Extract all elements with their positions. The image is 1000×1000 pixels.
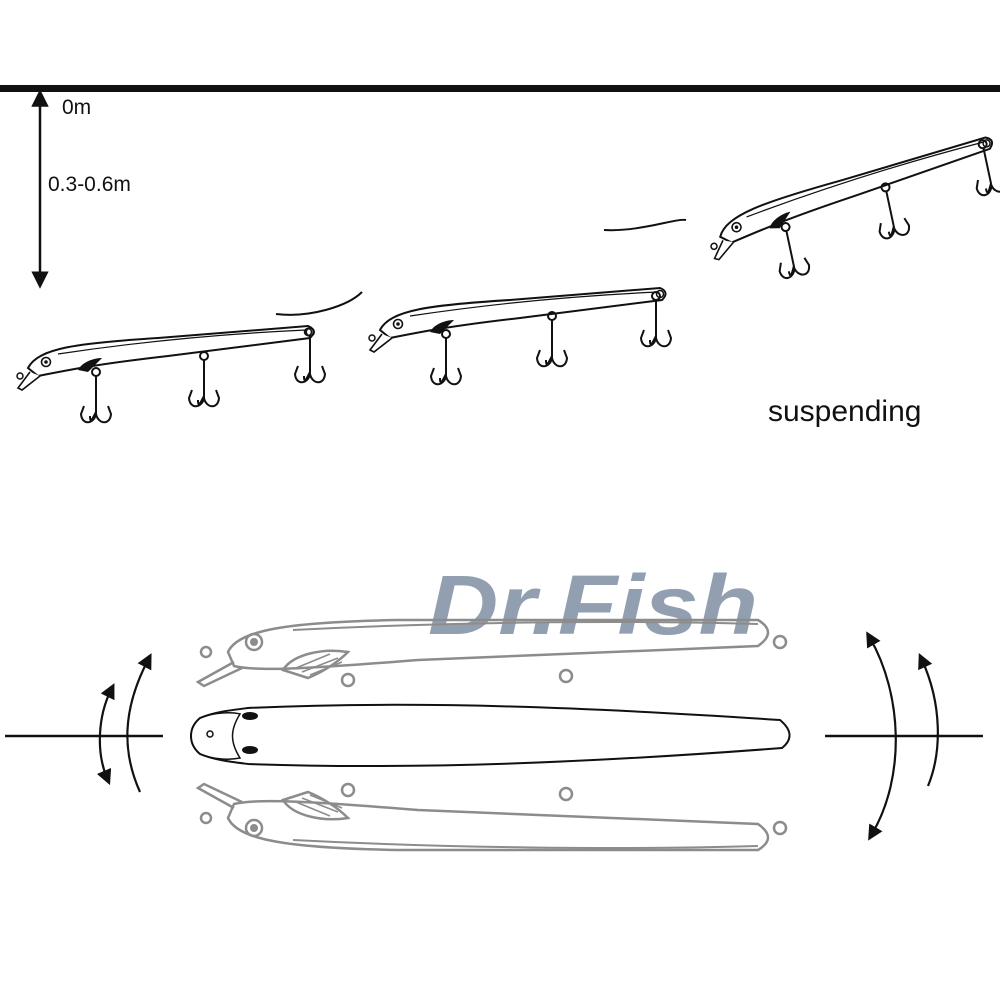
swing-arrow-icon	[96, 653, 152, 793]
lure-position-3	[699, 135, 1000, 281]
swim-arc-1	[275, 291, 363, 316]
treble-hook-icon	[80, 367, 112, 424]
lure-side-view-bottom	[196, 782, 788, 852]
lure-top-view	[190, 703, 791, 767]
depth-range-label: 0.3-0.6m	[48, 171, 131, 199]
depth-top-label: 0m	[62, 96, 92, 119]
treble-hook-icon	[769, 218, 812, 281]
treble-hook-icon	[188, 351, 220, 408]
action-label: suspending	[768, 395, 922, 428]
swing-arrow-icon	[866, 631, 939, 841]
water-surface-line	[0, 85, 1000, 92]
lure-position-1	[16, 325, 326, 424]
treble-hook-icon	[536, 311, 568, 368]
swim-arc-2	[603, 218, 687, 232]
treble-hook-icon	[430, 329, 462, 386]
lure-position-2	[368, 287, 672, 386]
watermark: Dr.Fish	[428, 558, 758, 652]
